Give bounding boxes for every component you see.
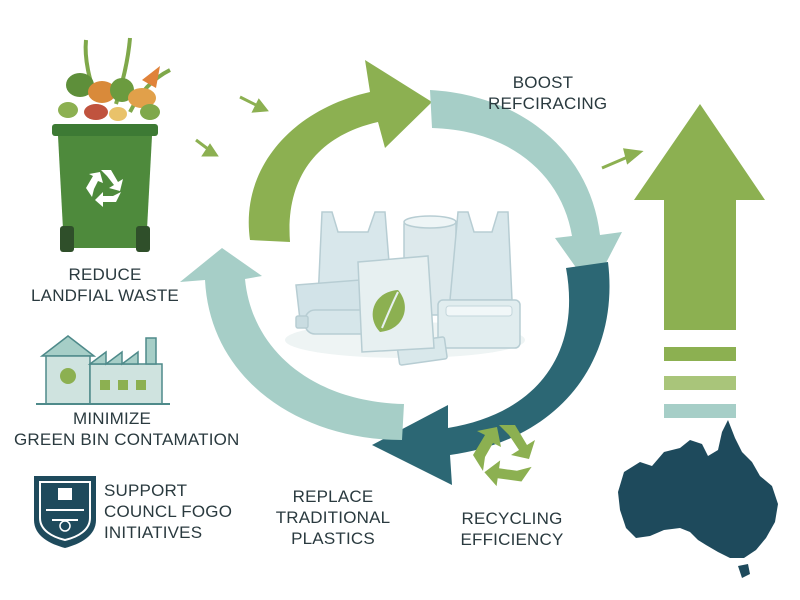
australia-map-icon — [618, 420, 778, 578]
cycle-arrow-bottom-left — [180, 248, 404, 440]
minimize-contamination-line-2: GREEN BIN CONTAMATION — [14, 430, 240, 449]
reduce-landfill-label: REDUCE LANDFIAL WASTE — [30, 264, 180, 306]
pointer-arrows — [195, 95, 644, 170]
cycle-arrow-green — [248, 60, 432, 242]
support-council-line-1: SUPPORT — [104, 481, 188, 500]
support-council-label: SUPPORT COUNCL FOGO INITIATIVES — [104, 480, 232, 543]
recycle-icon — [473, 425, 535, 487]
minimize-contamination-label: MINIMIZE GREEN BIN CONTAMATION — [14, 408, 240, 450]
boost-recycling-line-1: BOOST — [512, 73, 574, 92]
replace-plastics-label: REPLACE TRADITIONAL PLASTICS — [268, 486, 398, 549]
reduce-landfill-line-1: REDUCE — [68, 265, 142, 284]
replace-plastics-line-1: REPLACE — [292, 487, 374, 506]
replace-plastics-line-3: PLASTICS — [291, 529, 375, 548]
council-crest-icon — [34, 476, 96, 548]
food-scraps-icon — [58, 37, 171, 121]
recycling-efficiency-label: RECYCLING EFFICIENCY — [456, 508, 568, 550]
up-arrow-icon — [634, 104, 765, 418]
minimize-contamination-line-1: MINIMIZE — [72, 409, 152, 428]
cycle-arrow-top-right — [430, 90, 622, 290]
replace-plastics-line-2: TRADITIONAL — [275, 508, 391, 527]
recycling-efficiency-line-1: RECYCLING — [461, 509, 563, 528]
reduce-landfill-line-2: LANDFIAL WASTE — [31, 286, 179, 305]
green-bin-icon — [52, 124, 158, 252]
cycle-diagram — [180, 60, 622, 485]
leaf-icon — [372, 290, 405, 332]
support-council-line-3: INITIATIVES — [104, 523, 203, 542]
support-council-line-2: COUNCL FOGO — [104, 502, 233, 521]
plastic-bags-icon — [285, 211, 525, 366]
cycle-arrow-dark — [372, 262, 610, 485]
boost-recycling-label: BOOST REFCIRACING — [488, 72, 608, 114]
boost-recycling-line-2: REFCIRACING — [488, 94, 608, 113]
factory-house-icon — [36, 335, 170, 405]
recycling-efficiency-line-2: EFFICIENCY — [460, 530, 564, 549]
